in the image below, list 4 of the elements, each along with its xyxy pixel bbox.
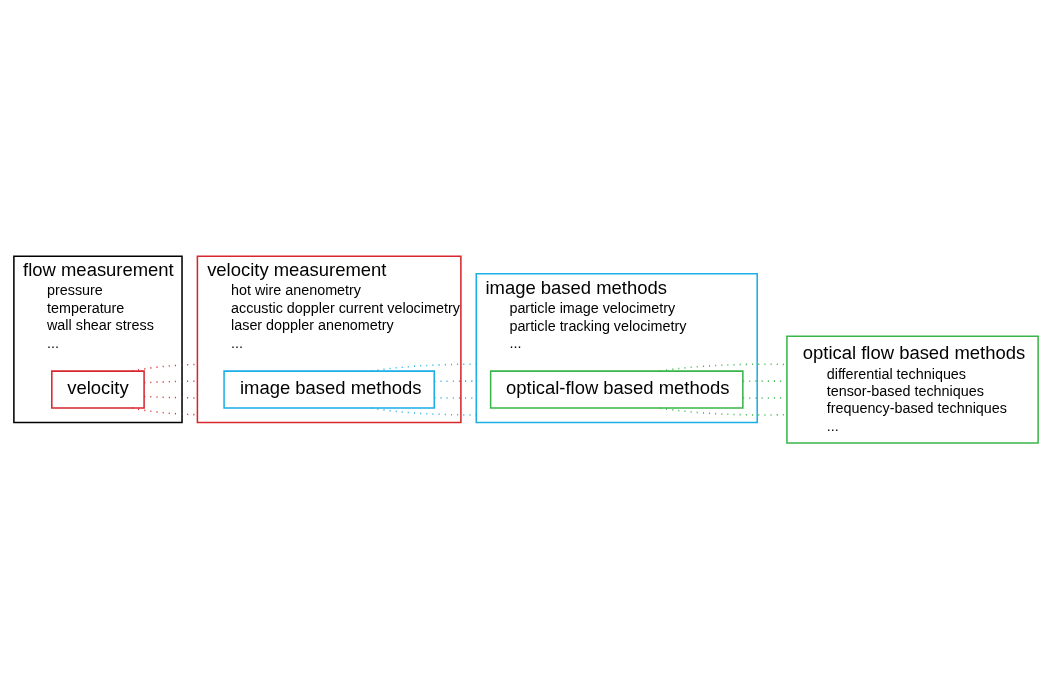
node-box: optical flow based methods differential techniques tensor-based techniques frequency-based techniques ...: [786, 335, 1039, 444]
node-box: velocity: [51, 370, 145, 409]
node-box: optical-flow based methods: [489, 370, 744, 409]
node-box: image based methods: [223, 370, 435, 409]
